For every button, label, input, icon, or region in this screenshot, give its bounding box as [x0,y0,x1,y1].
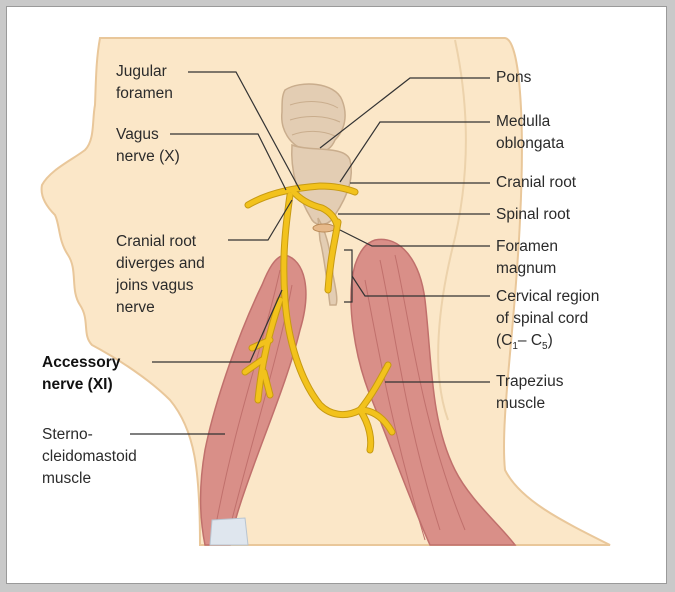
label-vagus-nerve: Vagus nerve (X) [116,126,180,165]
leader-lines [130,71,490,435]
label-cranial-root: Cranial root [496,174,577,191]
label-pons: Pons [496,69,532,86]
label-jugular-foramen: Jugular foramen [116,63,173,102]
label-spinal-root: Spinal root [496,206,571,223]
back-of-head-curve [437,39,467,421]
spinal-cord [317,217,338,306]
label-trapezius-muscle: Trapezius muscle [496,373,564,412]
label-medulla-oblongata: Medulla oblongata [496,113,565,152]
label-cervical-region: Cervical region of spinal cord (C1– C5) [496,288,600,353]
label-foramen-magnum: Foramen magnum [496,238,559,277]
label-cranial-root-diverges: Cranial root diverges and joins vagus ne… [116,233,205,316]
foramen-magnum [312,223,336,233]
nerves [241,182,396,454]
sternocleidomastoid-tendon [209,517,249,546]
label-accessory-nerve: Accessory nerve (XI) [42,354,121,393]
label-sternocleidomastoid: Sterno- cleidomastoid muscle [42,426,137,487]
